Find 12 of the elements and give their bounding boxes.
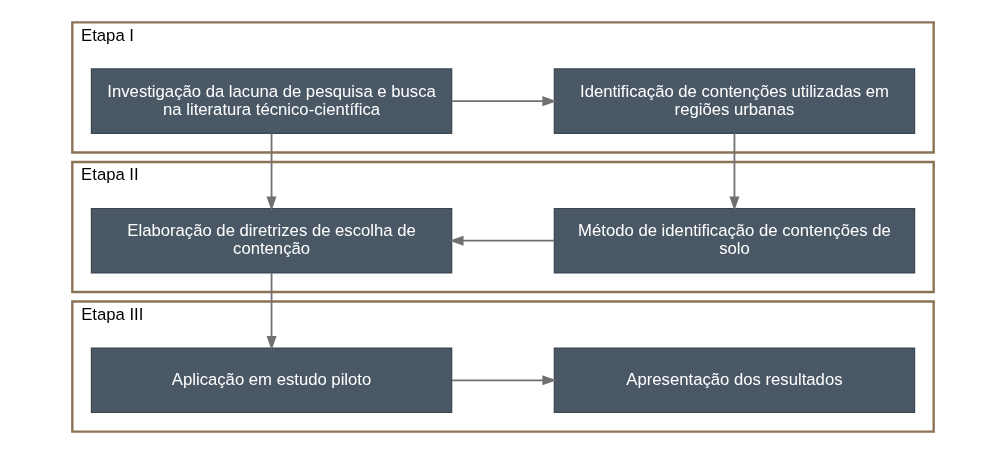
arrow	[266, 132, 277, 211]
node-box: Aplicação em estudo piloto	[90, 347, 453, 414]
node-box: Apresentação dos resultados	[553, 347, 916, 414]
node-box: Elaboração de diretrizes de escolha de contenção	[90, 207, 453, 274]
arrow	[449, 235, 555, 246]
arrow	[266, 272, 277, 351]
arrow	[451, 96, 557, 107]
node-box: Método de identificação de contenções de solo	[553, 207, 916, 274]
node-box: Investigação da lacuna de pesquisa e busca na literatura técnico-científica	[90, 68, 453, 134]
arrow	[451, 375, 557, 386]
arrow	[729, 132, 740, 211]
node-box: Identificação de contenções utilizadas em regiões urbanas	[553, 68, 916, 134]
